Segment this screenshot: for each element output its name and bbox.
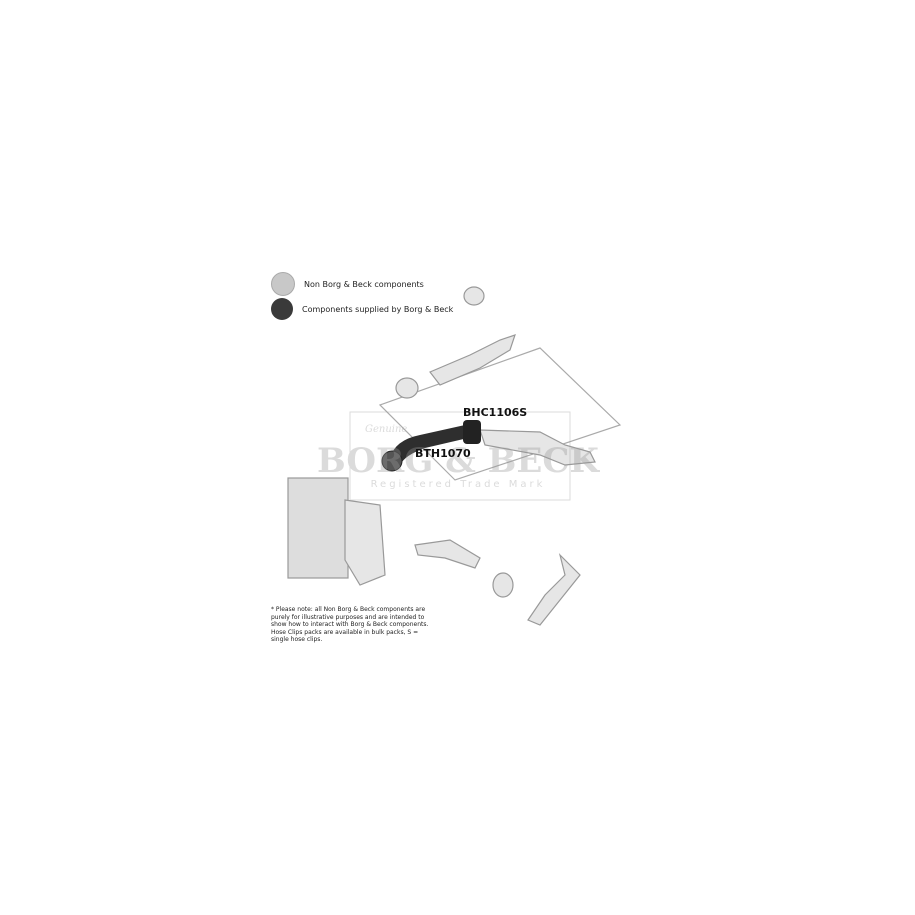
dark-dot-icon bbox=[271, 298, 293, 320]
pipe-upper bbox=[429, 334, 516, 386]
watermark: BORG & BECK Registered Trade Mark Genuin… bbox=[317, 411, 600, 501]
legend-label: Components supplied by Borg & Beck bbox=[302, 304, 454, 314]
clip-bhc1106s bbox=[463, 420, 481, 444]
pipe-right bbox=[479, 429, 596, 466]
hose-lower bbox=[414, 539, 481, 569]
svg-text:BORG & BECK: BORG & BECK bbox=[317, 441, 600, 481]
part-label-hose: BTH1070 bbox=[415, 447, 471, 460]
hose-bottom-right bbox=[527, 553, 581, 626]
grey-dot-icon bbox=[271, 272, 295, 296]
legend-non-borg: Non Borg & Beck components bbox=[271, 272, 424, 296]
coupling-top bbox=[463, 286, 485, 306]
svg-text:Registered Trade Mark: Registered Trade Mark bbox=[371, 479, 546, 490]
hose-bth1070 bbox=[390, 425, 468, 465]
svg-text:Genuine: Genuine bbox=[365, 424, 407, 435]
legend-label: Non Borg & Beck components bbox=[304, 279, 424, 289]
intercooler bbox=[287, 477, 349, 579]
legend-borg: Components supplied by Borg & Beck bbox=[271, 298, 453, 320]
part-label-clip: BHC1106S bbox=[463, 406, 528, 419]
disclaimer-note: * Please note: all Non Borg & Beck compo… bbox=[271, 606, 429, 644]
